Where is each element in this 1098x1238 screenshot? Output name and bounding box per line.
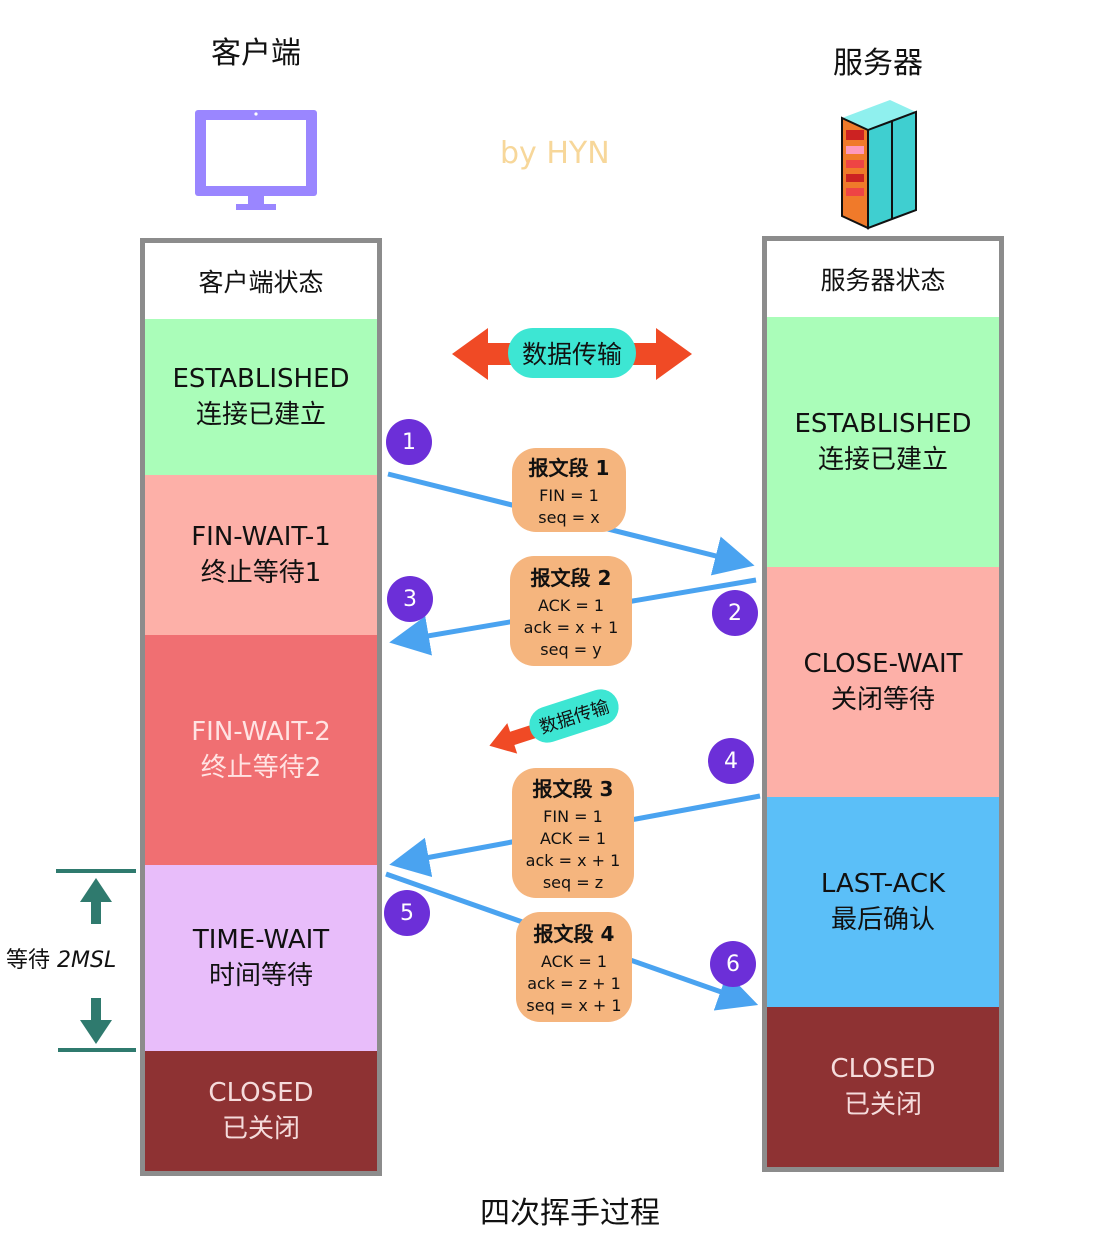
client-state-fin-wait-1: FIN-WAIT-1 终止等待1: [145, 475, 377, 635]
client-state-closed: CLOSED 已关闭: [145, 1051, 377, 1171]
wait-label-zh: 等待: [6, 948, 51, 973]
monitor-icon: [195, 110, 317, 210]
segment-field: ACK = 1: [539, 828, 607, 848]
state-zh: 终止等待2: [200, 753, 322, 783]
msl-up-arrow-shaft: [91, 900, 101, 924]
step-badge-4: 4: [708, 738, 754, 784]
segment-field: ack = z + 1: [527, 973, 621, 993]
client-status-column: 客户端状态 ESTABLISHED 连接已建立 FIN-WAIT-1 终止等待1…: [140, 238, 382, 1176]
segment-1: 报文段 1 FIN = 1 seq = x: [512, 448, 626, 532]
state-en: CLOSED: [830, 1054, 936, 1084]
step-badge-1: 1: [386, 419, 432, 465]
segment-title: 报文段 3: [532, 776, 614, 801]
server-status-column: 服务器状态 ESTABLISHED 连接已建立 CLOSE-WAIT 关闭等待 …: [762, 236, 1004, 1172]
client-state-fin-wait-2: FIN-WAIT-2 终止等待2: [145, 635, 377, 865]
server-state-closed: CLOSED 已关闭: [767, 1007, 999, 1167]
server-state-last-ack: LAST-ACK 最后确认: [767, 797, 999, 1007]
msl-up-arrow-head: [80, 878, 112, 902]
state-en: CLOSE-WAIT: [803, 649, 963, 679]
msl-down-arrow-head: [80, 1020, 112, 1044]
client-state-time-wait: TIME-WAIT 时间等待: [145, 865, 377, 1051]
state-en: ESTABLISHED: [794, 409, 972, 439]
segment-title: 报文段 4: [533, 921, 615, 946]
segment-field: ack = x + 1: [525, 850, 621, 870]
client-status-header: 客户端状态: [198, 268, 324, 297]
segment-field: seq = y: [540, 639, 602, 659]
step-badge-6: 6: [710, 941, 756, 987]
data-transfer-label: 数据传输: [508, 328, 636, 378]
segment-field: seq = x: [538, 507, 600, 527]
segment-title: 报文段 2: [530, 565, 612, 590]
state-en: CLOSED: [208, 1078, 314, 1108]
segment-3: 报文段 3 FIN = 1 ACK = 1 ack = x + 1 seq = …: [512, 768, 634, 898]
msl-down-arrow-shaft: [91, 998, 101, 1022]
segment-2: 报文段 2 ACK = 1 ack = x + 1 seq = y: [510, 556, 632, 666]
segment-title: 报文段 1: [528, 455, 610, 480]
server-title: 服务器: [833, 46, 923, 81]
client-title: 客户端: [211, 36, 301, 71]
segment-field: ACK = 1: [537, 595, 605, 615]
segment-field: seq = x + 1: [526, 995, 622, 1015]
state-en: LAST-ACK: [820, 869, 946, 899]
state-zh: 关闭等待: [830, 685, 935, 715]
segment-field: ACK = 1: [540, 951, 608, 971]
wait-2msl-label: 等待 2MSL: [6, 942, 116, 974]
server-state-established: ESTABLISHED 连接已建立: [767, 317, 999, 567]
wait-label-value: 2MSL: [57, 948, 117, 973]
server-icon: [841, 100, 917, 230]
client-state-established: ESTABLISHED 连接已建立: [145, 319, 377, 475]
state-zh: 最后确认: [830, 905, 935, 935]
state-en: ESTABLISHED: [172, 364, 350, 394]
diagram-caption: 四次挥手过程: [480, 1196, 660, 1231]
step-badge-2: 2: [712, 590, 758, 636]
state-en: FIN-WAIT-2: [191, 717, 331, 747]
double-arrow-right-head: [656, 328, 692, 380]
segment-field: ack = x + 1: [523, 617, 619, 637]
state-en: TIME-WAIT: [192, 925, 330, 955]
state-zh: 时间等待: [208, 961, 313, 991]
state-zh: 已关闭: [221, 1114, 300, 1144]
watermark: by HYN: [500, 136, 610, 171]
step-badge-5: 5: [384, 890, 430, 936]
segment-4: 报文段 4 ACK = 1 ack = z + 1 seq = x + 1: [516, 912, 632, 1022]
double-arrow-left-head: [452, 328, 488, 380]
step-badge-3: 3: [387, 576, 433, 622]
segment-field: seq = z: [542, 872, 604, 892]
segment-field: FIN = 1: [539, 485, 599, 505]
server-state-close-wait: CLOSE-WAIT 关闭等待: [767, 567, 999, 797]
state-zh: 连接已建立: [817, 445, 948, 475]
state-zh: 终止等待1: [200, 558, 322, 588]
segment-field: FIN = 1: [543, 806, 603, 826]
state-en: FIN-WAIT-1: [191, 522, 331, 552]
state-zh: 连接已建立: [195, 400, 326, 430]
state-zh: 已关闭: [843, 1090, 922, 1120]
server-status-header: 服务器状态: [820, 266, 946, 295]
